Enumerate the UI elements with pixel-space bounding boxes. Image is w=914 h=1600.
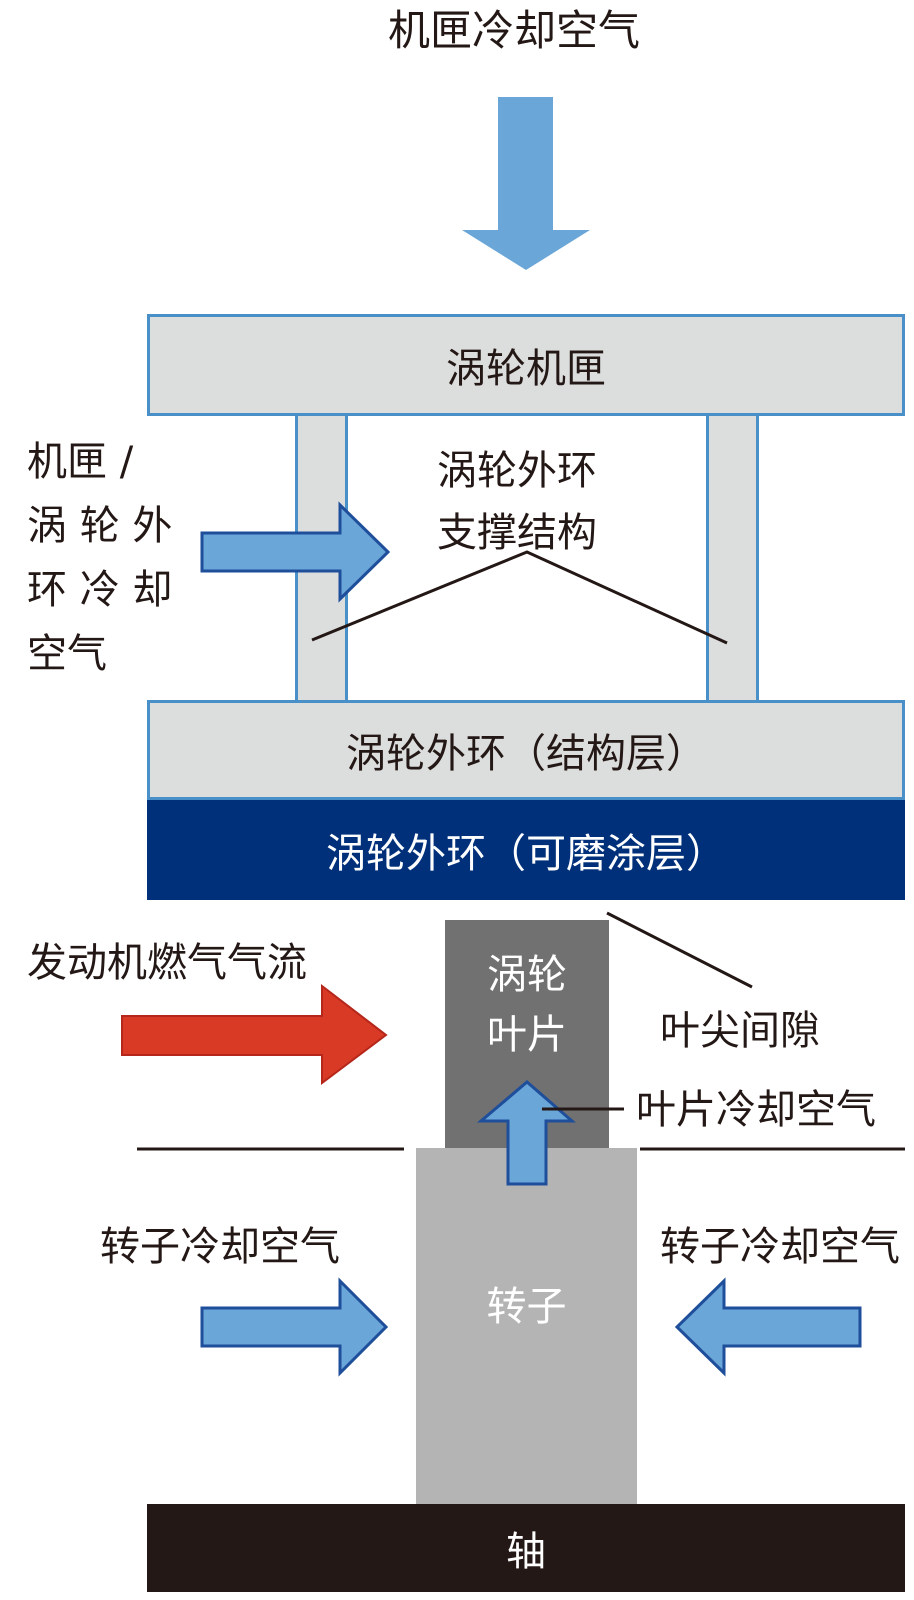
tip-clearance-leader <box>606 911 753 989</box>
support-structure-label-line-2: 支撑结构 <box>437 510 597 556</box>
outer-ring-structural-layer: 涡轮外环（结构层） <box>147 700 905 800</box>
outer-ring-structural-label: 涡轮外环（结构层） <box>346 731 706 777</box>
rotor-cooling-air-label-right: 转子冷却空气 <box>660 1224 900 1270</box>
rotor: 转子 <box>416 1148 637 1504</box>
support-structure-label-line-1: 涡轮外环 <box>437 448 597 494</box>
turbine-blade-label-line-2: 叶片 <box>487 1012 567 1058</box>
shaft-label: 轴 <box>506 1529 546 1575</box>
engine-gas-flow-label: 发动机燃气气流 <box>27 940 307 986</box>
rotor-cooling-air-arrow-right <box>674 1277 862 1377</box>
outer-ring-abradable-label: 涡轮外环（可磨涂层） <box>326 831 726 877</box>
ring-cooling-air-label-line-3: 环 冷 却 <box>27 567 173 613</box>
turbine-blade: 涡轮 叶片 <box>445 920 609 1150</box>
casing-cooling-air-arrow <box>462 97 590 270</box>
blade-cooling-air-arrow <box>476 1080 577 1186</box>
ring-cooling-air-label-line-2: 涡 轮 外 <box>27 503 173 549</box>
blade-cooling-air-label: 叶片冷却空气 <box>636 1087 876 1133</box>
turbine-casing: 涡轮机匣 <box>147 314 905 416</box>
rotor-cooling-air-arrow-left <box>200 1277 389 1377</box>
outer-ring-abradable-coating: 涡轮外环（可磨涂层） <box>147 800 905 900</box>
shaft: 轴 <box>147 1504 905 1592</box>
engine-gas-flow-arrow <box>121 983 388 1085</box>
rotor-cooling-air-label-left: 转子冷却空气 <box>100 1224 340 1270</box>
rotor-label: 转子 <box>486 1284 567 1330</box>
ring-cooling-air-label-line-4: 空气 <box>27 631 107 677</box>
support-structure-leader <box>311 550 728 645</box>
turbine-blade-label-line-1: 涡轮 <box>487 952 567 998</box>
turbine-casing-label: 涡轮机匣 <box>446 346 606 392</box>
ring-cooling-air-label-line-1: 机匣 / <box>27 439 134 485</box>
ring-cooling-air-label: 机匣 / 涡 轮 外 环 冷 却 空气 <box>27 430 172 686</box>
ring-cooling-air-arrow <box>200 501 391 603</box>
tip-clearance-label: 叶尖间隙 <box>660 1008 820 1054</box>
casing-cooling-air-label: 机匣冷却空气 <box>388 6 641 55</box>
support-pillar-right <box>706 413 759 703</box>
support-structure-label: 涡轮外环 支撑结构 <box>437 440 597 564</box>
